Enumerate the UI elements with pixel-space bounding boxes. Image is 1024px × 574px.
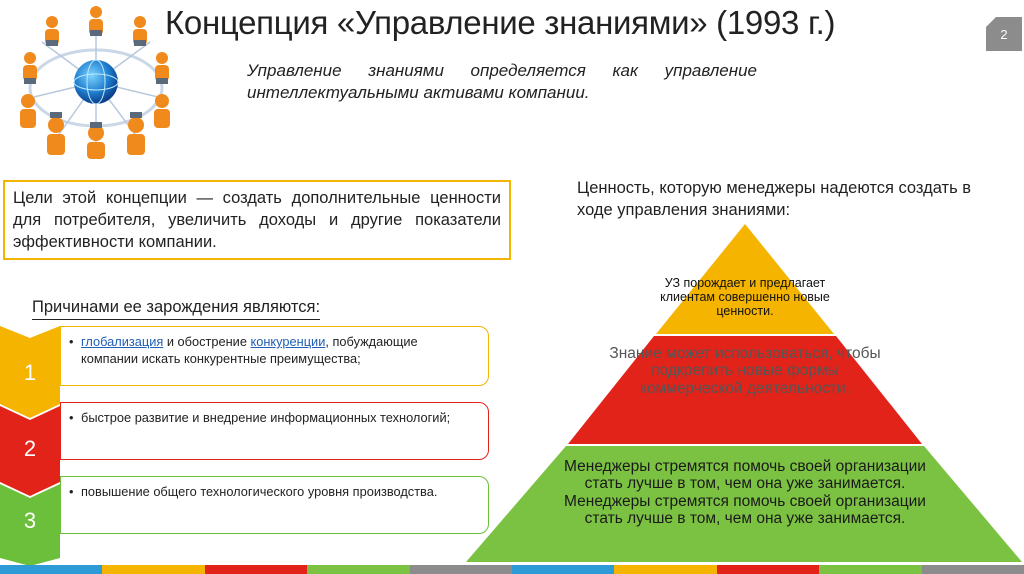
pyramid-top-text: УЗ порождает и предлагает клиентам совер… [660, 276, 830, 318]
footer-segment [512, 565, 615, 574]
chevron-3 [0, 484, 60, 566]
value-heading: Ценность, которую менеджеры надеются соз… [577, 179, 972, 220]
value-pyramid [466, 224, 1022, 562]
competition-link[interactable]: конкуренции [250, 334, 326, 349]
footer-segment [614, 565, 717, 574]
reason-item-3: •повышение общего технологического уровн… [60, 476, 489, 534]
footer-segment [307, 565, 410, 574]
footer-segment [819, 565, 922, 574]
reason-1-mid-text: и обострение [163, 334, 251, 349]
footer-segment [921, 565, 1024, 574]
reason-number-chevrons [0, 326, 60, 566]
reasons-heading-colon: : [315, 298, 321, 316]
reasons-heading: Причинами ее зарождения являются: [32, 298, 321, 320]
pyramid-middle [568, 336, 922, 444]
globalization-link[interactable]: глобализация [81, 334, 164, 349]
reason-3-text: повышение общего технологического уровня… [81, 484, 438, 499]
reasons-heading-text: Причинами ее зарождения являются [32, 298, 316, 316]
reason-item-1: • глобализация и обострение конкуренции,… [60, 326, 489, 386]
definition-line-1: Управление знаниями определяется как упр… [247, 61, 757, 80]
chevron-1 [0, 326, 60, 418]
goals-box: Цели этой концепции — создать дополнител… [3, 180, 511, 260]
pyramid-top [656, 224, 834, 334]
footer-segment [409, 565, 513, 574]
footer-segment [716, 565, 820, 574]
page-number: 2 [1000, 26, 1008, 42]
reason-1-rest-text: , побуждающие компании искать конкурентн… [81, 334, 418, 366]
corner-fold [986, 17, 996, 27]
chevron-2 [0, 406, 60, 496]
footer-color-bar [0, 565, 1024, 574]
reason-number-1: 1 [23, 360, 37, 385]
footer-segment [204, 565, 308, 574]
pyramid-bottom-text: Менеджеры стремятся помочь своей организ… [564, 458, 926, 528]
reason-number-2: 2 [23, 436, 37, 461]
definition-text: Управление знаниями определяется как упр… [247, 60, 757, 105]
reason-number-3: 3 [23, 508, 37, 533]
definition-line-2: интеллектуальными активами компании. [247, 83, 590, 103]
reason-2-text: быстрое развитие и внедрение информацион… [81, 410, 451, 425]
pyramid-bottom [466, 446, 1022, 562]
reason-item-2: •быстрое развитие и внедрение информацио… [60, 402, 489, 460]
pyramid-middle-text: Знание может использоваться, чтобы подкр… [609, 345, 881, 397]
page-title: Концепция «Управление знаниями» (1993 г.… [165, 4, 836, 41]
page-number-badge: 2 [986, 17, 1022, 51]
footer-segment [102, 565, 205, 574]
network-people-globe-icon [20, 6, 170, 159]
footer-segment [0, 565, 103, 574]
